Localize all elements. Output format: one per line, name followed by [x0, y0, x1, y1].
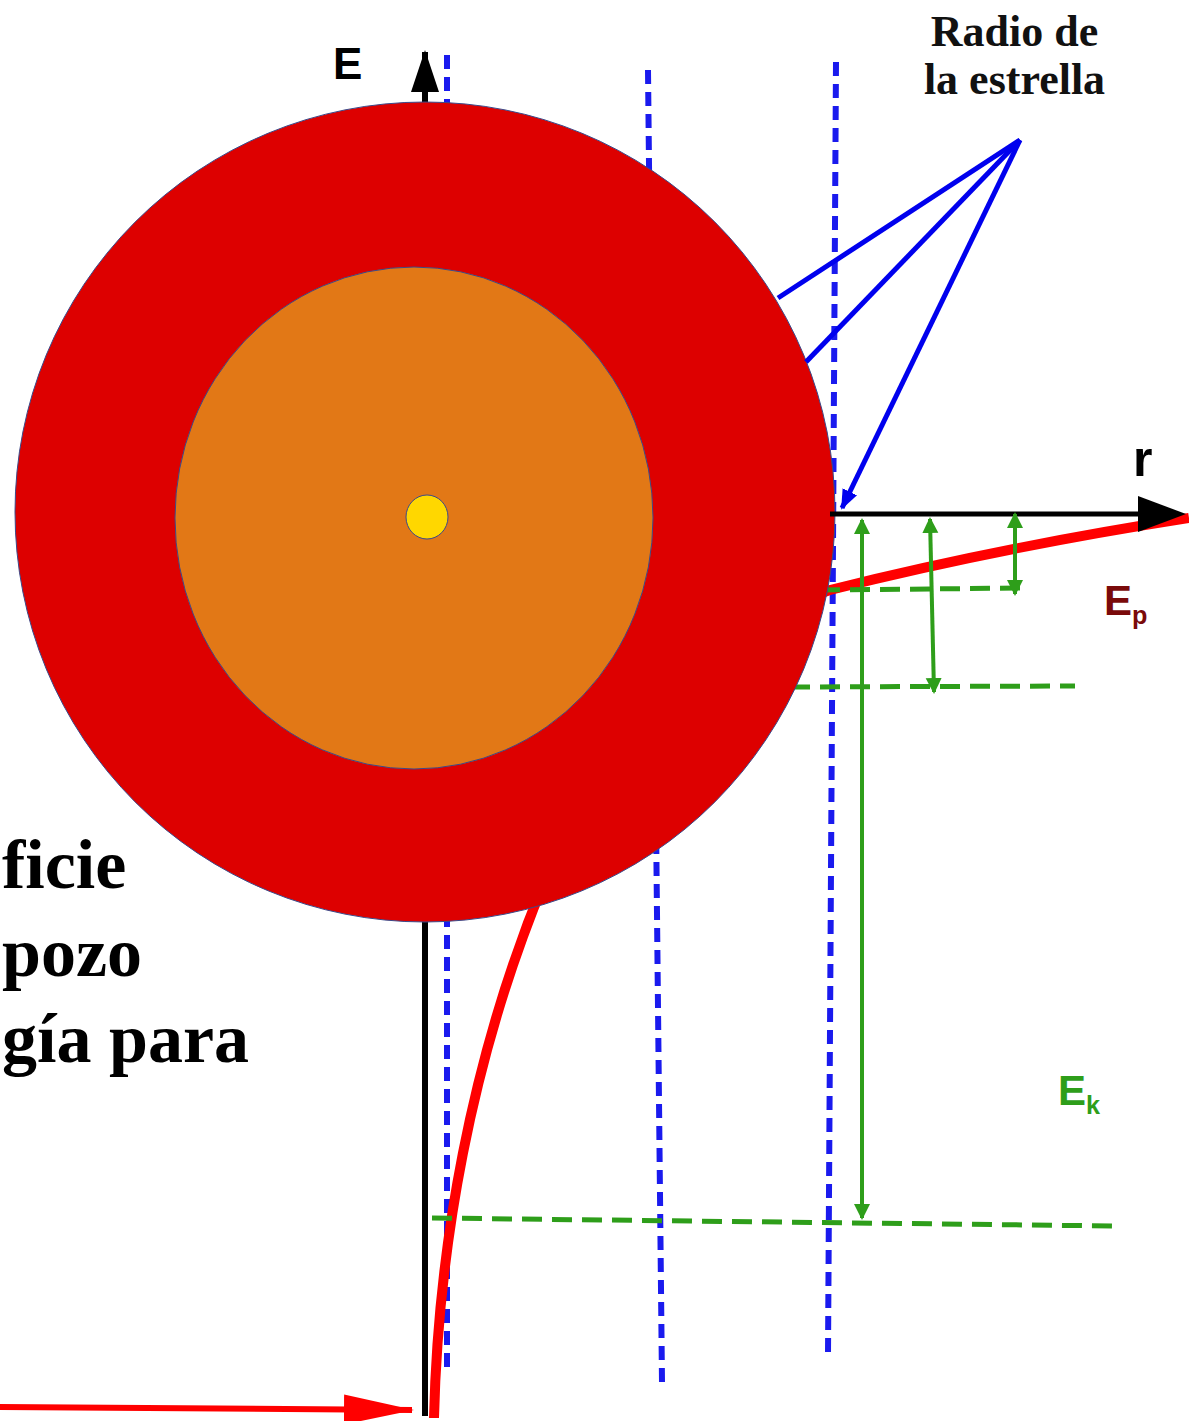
leader-lines: [778, 140, 1020, 508]
subscript: p: [1132, 601, 1147, 629]
callout-label: Radio de la estrella: [912, 8, 1117, 105]
star-outer-layer: [15, 102, 835, 922]
subscript: k: [1086, 1091, 1100, 1119]
pointer-arrow: [0, 1407, 412, 1410]
star-core: [175, 267, 653, 769]
axis-label: E: [333, 40, 362, 88]
symbol: E: [1058, 1067, 1086, 1114]
cropped-text: ficie: [2, 826, 126, 903]
energy-label: Ep: [1104, 578, 1147, 630]
star-center: [406, 495, 448, 539]
axis-arrowhead: [411, 50, 439, 92]
cropped-text: gía para: [2, 1000, 249, 1077]
energy-label: Ek: [1058, 1068, 1100, 1120]
energy-arrows: [862, 514, 1015, 1218]
radius-axis: [830, 512, 1150, 517]
axis-arrowhead: [1138, 496, 1186, 532]
symbol: E: [1104, 577, 1132, 624]
axis-label: r: [1133, 432, 1152, 487]
cropped-text: pozo: [2, 914, 142, 991]
